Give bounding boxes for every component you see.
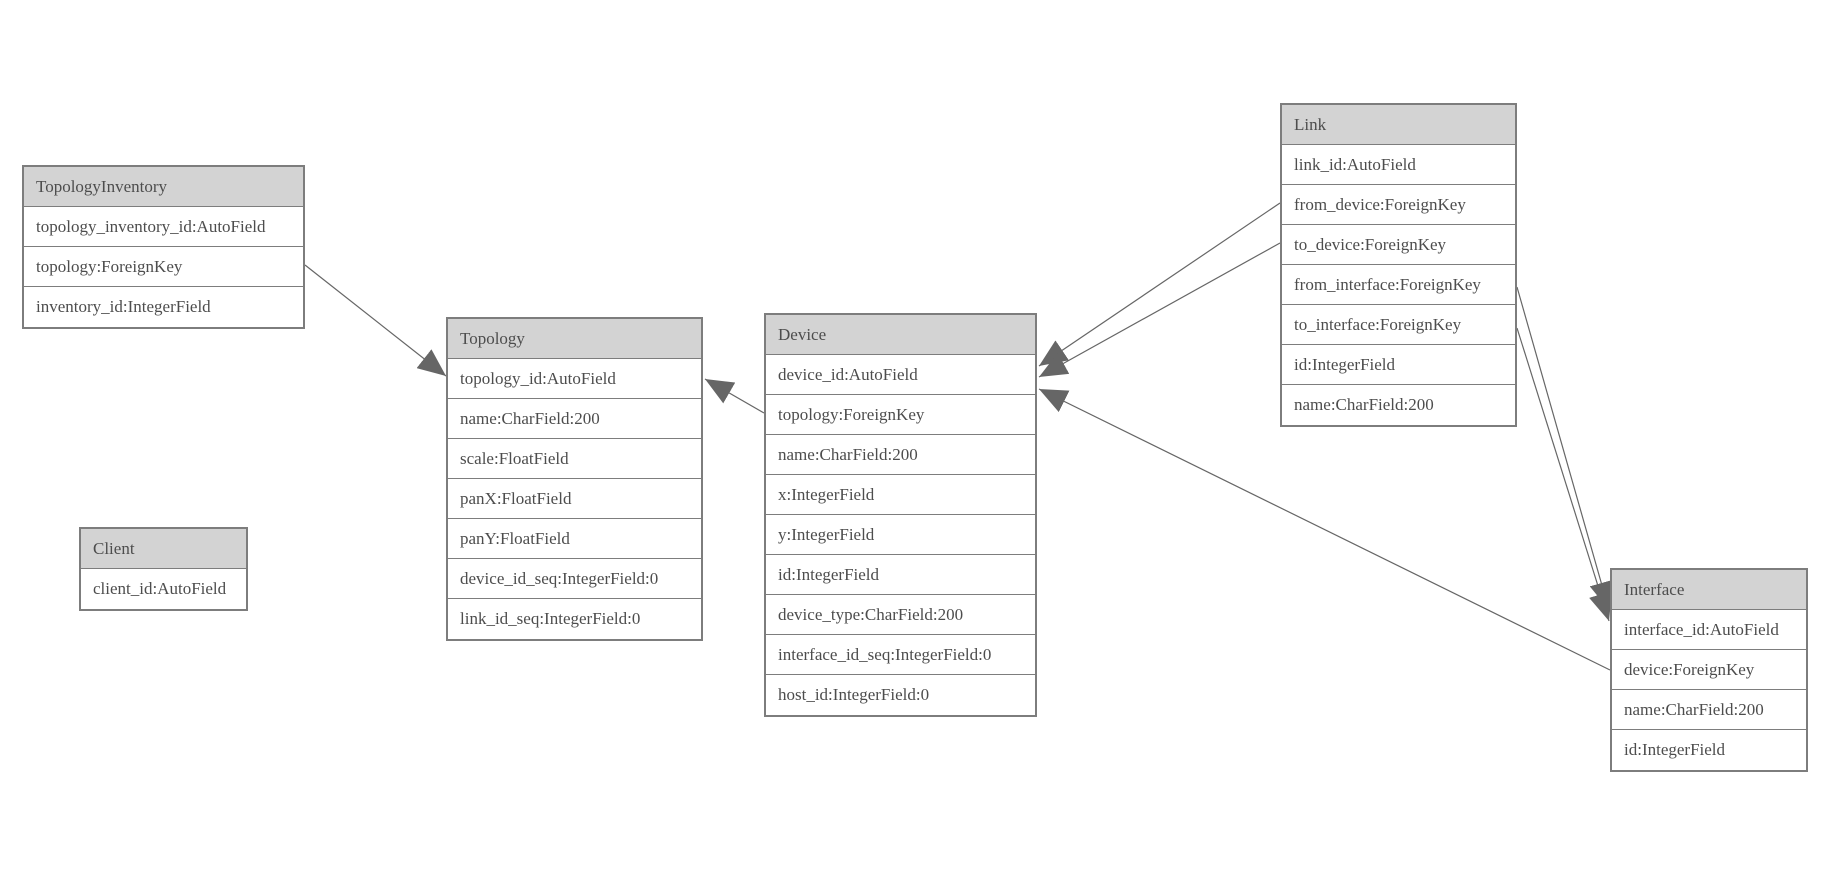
entity-link[interactable]: Link link_id:AutoField from_device:Forei… [1280,103,1517,427]
entity-client[interactable]: Client client_id:AutoField [79,527,248,611]
entity-interface[interactable]: Interface interface_id:AutoField device:… [1610,568,1808,772]
field-row: id:IntegerField [1612,730,1806,770]
entity-title: Device [766,315,1035,355]
relation-interface-device-line [1038,388,1611,671]
field-row: name:CharField:200 [1612,690,1806,730]
field-row: from_interface:ForeignKey [1282,265,1515,305]
field-row: name:CharField:200 [1282,385,1515,425]
field-row: link_id:AutoField [1282,145,1515,185]
field-row: name:CharField:200 [766,435,1035,475]
relation-topologyinventory-topology-line [304,264,447,377]
relation-link-to-device-line [1038,242,1281,378]
field-row: interface_id:AutoField [1612,610,1806,650]
relation-link-from-device-line [1038,202,1281,367]
relation-device-topology-line [704,378,765,414]
field-row: to_interface:ForeignKey [1282,305,1515,345]
field-row: client_id:AutoField [81,569,246,609]
relation-link-to-interface-line [1516,327,1613,622]
entity-title: Link [1282,105,1515,145]
field-row: scale:FloatField [448,439,701,479]
entity-topology-inventory[interactable]: TopologyInventory topology_inventory_id:… [22,165,305,329]
field-row: to_device:ForeignKey [1282,225,1515,265]
entity-topology[interactable]: Topology topology_id:AutoField name:Char… [446,317,703,641]
entity-title: Client [81,529,246,569]
entity-title: Topology [448,319,701,359]
entity-device[interactable]: Device device_id:AutoField topology:Fore… [764,313,1037,717]
relation-link-from-interface-line [1516,286,1613,611]
field-row: host_id:IntegerField:0 [766,675,1035,715]
field-row: id:IntegerField [1282,345,1515,385]
field-row: id:IntegerField [766,555,1035,595]
field-row: topology:ForeignKey [24,247,303,287]
field-row: x:IntegerField [766,475,1035,515]
entity-title: TopologyInventory [24,167,303,207]
field-row: topology:ForeignKey [766,395,1035,435]
field-row: device_id_seq:IntegerField:0 [448,559,701,599]
field-row: inventory_id:IntegerField [24,287,303,327]
entity-title: Interface [1612,570,1806,610]
field-row: panX:FloatField [448,479,701,519]
field-row: link_id_seq:IntegerField:0 [448,599,701,639]
field-row: y:IntegerField [766,515,1035,555]
field-row: from_device:ForeignKey [1282,185,1515,225]
field-row: panY:FloatField [448,519,701,559]
field-row: topology_inventory_id:AutoField [24,207,303,247]
field-row: device_type:CharField:200 [766,595,1035,635]
field-row: device_id:AutoField [766,355,1035,395]
field-row: interface_id_seq:IntegerField:0 [766,635,1035,675]
field-row: topology_id:AutoField [448,359,701,399]
field-row: name:CharField:200 [448,399,701,439]
field-row: device:ForeignKey [1612,650,1806,690]
